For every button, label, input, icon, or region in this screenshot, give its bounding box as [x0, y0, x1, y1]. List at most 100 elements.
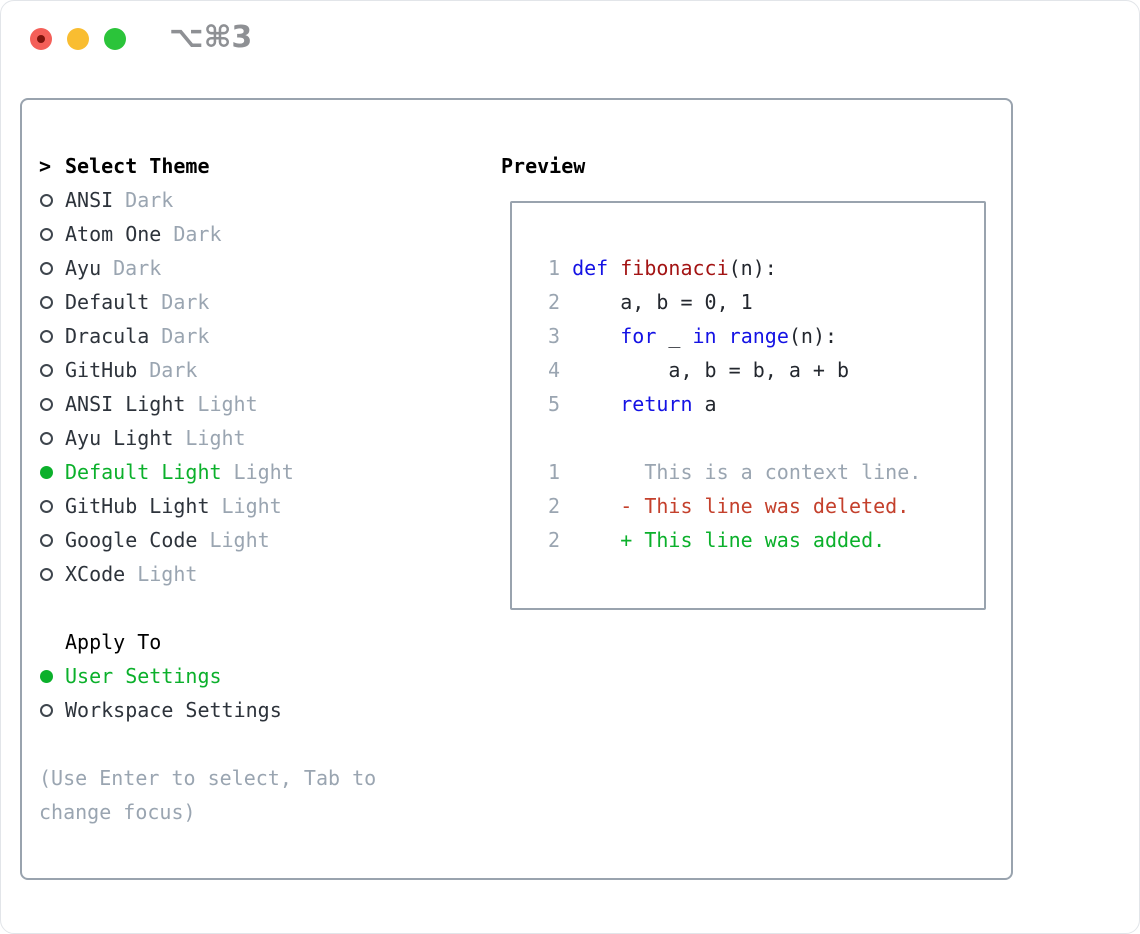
line-number: 5 — [548, 392, 561, 416]
theme-option-google-code-light[interactable]: Google Code Light — [39, 523, 489, 557]
preview-code-line: 5 return a — [548, 387, 984, 421]
radio-icon — [40, 397, 53, 411]
theme-option-label: GitHub Light — [65, 494, 210, 518]
hint-row: change focus) — [39, 795, 489, 829]
line-number: 2 — [548, 494, 561, 518]
maximize-button[interactable] — [104, 28, 126, 50]
code-segment: - This line was deleted. — [572, 494, 910, 518]
window-title-shortcut: ⌥⌘3 — [169, 20, 253, 55]
theme-option-default-dark[interactable]: Default Dark — [39, 285, 489, 319]
code-segment: range — [728, 324, 789, 348]
preview-code-line: 1 This is a context line. — [548, 455, 984, 489]
radio-icon — [40, 295, 53, 309]
code-segment — [608, 256, 620, 280]
theme-variant-tag: Light — [233, 460, 294, 484]
radio-selected-icon — [40, 465, 53, 479]
theme-option-default-light-light[interactable]: Default Light Light — [39, 455, 489, 489]
code-segment: for — [620, 324, 657, 348]
line-number: 4 — [548, 358, 561, 382]
theme-variant-tag: Dark — [161, 290, 210, 314]
theme-variant-tag: Light — [209, 528, 270, 552]
line-number: 3 — [548, 324, 561, 348]
spacer-row — [39, 591, 489, 625]
radio-icon — [40, 261, 53, 275]
theme-option-label: Default — [65, 290, 150, 314]
code-segment — [572, 392, 620, 416]
theme-option-ayu-dark[interactable]: Ayu Dark — [39, 251, 489, 285]
theme-variant-tag: Light — [185, 426, 246, 450]
apply-option-label: Workspace Settings — [65, 698, 282, 722]
theme-option-label: ANSI — [65, 188, 114, 212]
line-number: 2 — [548, 528, 561, 552]
theme-variant-tag: Dark — [161, 324, 210, 348]
apply-option-label: User Settings — [65, 664, 222, 688]
close-dot-icon — [37, 35, 45, 43]
theme-option-label: Ayu Light — [65, 426, 174, 450]
preview-heading: Preview — [501, 154, 586, 178]
theme-option-label: ANSI Light — [65, 392, 186, 416]
preview-code-line: 2 - This line was deleted. — [548, 489, 984, 523]
code-segment: a, b = 0, 1 — [572, 290, 753, 314]
preview-code-line: 2 a, b = 0, 1 — [548, 285, 984, 319]
theme-variant-tag: Light — [197, 392, 258, 416]
theme-variant-tag: Dark — [113, 256, 162, 280]
preview-code-line: 4 a, b = b, a + b — [548, 353, 984, 387]
theme-variant-tag: Dark — [149, 358, 198, 382]
line-number: 1 — [548, 256, 561, 280]
theme-option-ansi-light-light[interactable]: ANSI Light Light — [39, 387, 489, 421]
select-theme-heading: Select Theme — [65, 154, 210, 178]
radio-selected-icon — [40, 669, 53, 683]
theme-option-label: Default Light — [65, 460, 222, 484]
theme-option-label: Ayu — [65, 256, 102, 280]
apply-to-heading: Apply To — [65, 630, 162, 654]
radio-icon — [40, 363, 53, 377]
hint-text: change focus) — [39, 800, 196, 824]
preview-code-line: 3 for _ in range(n): — [548, 319, 984, 353]
code-segment: (n): — [728, 256, 777, 280]
radio-icon — [40, 193, 53, 207]
theme-option-atom-one-dark[interactable]: Atom One Dark — [39, 217, 489, 251]
theme-option-xcode-light[interactable]: XCode Light — [39, 557, 489, 591]
theme-option-ayu-light-light[interactable]: Ayu Light Light — [39, 421, 489, 455]
theme-option-ansi-dark[interactable]: ANSI Dark — [39, 183, 489, 217]
minimize-button[interactable] — [67, 28, 89, 50]
select-theme-header-row: > Select Theme — [39, 149, 489, 183]
code-segment: _ — [656, 324, 693, 348]
code-segment: a, b = b, a + b — [572, 358, 850, 382]
preview-code-line — [548, 421, 984, 455]
radio-icon — [40, 533, 53, 547]
apply-option-user-settings[interactable]: User Settings — [39, 659, 489, 693]
prompt-caret-icon: > — [39, 154, 52, 178]
focus-marker: > — [39, 154, 65, 178]
radio-icon — [40, 567, 53, 581]
theme-variant-tag: Dark — [125, 188, 174, 212]
theme-variant-tag: Dark — [173, 222, 222, 246]
titlebar: ⌥⌘3 — [30, 20, 252, 55]
apply-to-header-row: Apply To — [39, 625, 489, 659]
code-segment: + This line was added. — [572, 528, 886, 552]
radio-icon — [40, 499, 53, 513]
theme-option-label: Google Code — [65, 528, 198, 552]
theme-option-github-light-light[interactable]: GitHub Light Light — [39, 489, 489, 523]
preview-code-line: 1 def fibonacci(n): — [548, 251, 984, 285]
radio-icon — [40, 703, 53, 717]
theme-option-label: XCode — [65, 562, 126, 586]
theme-variant-tag: Light — [221, 494, 282, 518]
code-segment: def — [572, 256, 609, 280]
line-number: 1 — [548, 460, 561, 484]
preview-code-line: 2 + This line was added. — [548, 523, 984, 557]
code-segment — [717, 324, 729, 348]
apply-option-workspace-settings[interactable]: Workspace Settings — [39, 693, 489, 727]
close-button[interactable] — [30, 28, 52, 50]
theme-option-label: Atom One — [65, 222, 162, 246]
code-segment: a — [692, 392, 717, 416]
code-segment: (n): — [788, 324, 838, 348]
hint-text: (Use Enter to select, Tab to — [39, 766, 377, 790]
code-segment: This is a context line. — [572, 460, 922, 484]
theme-variant-tag: Light — [137, 562, 198, 586]
